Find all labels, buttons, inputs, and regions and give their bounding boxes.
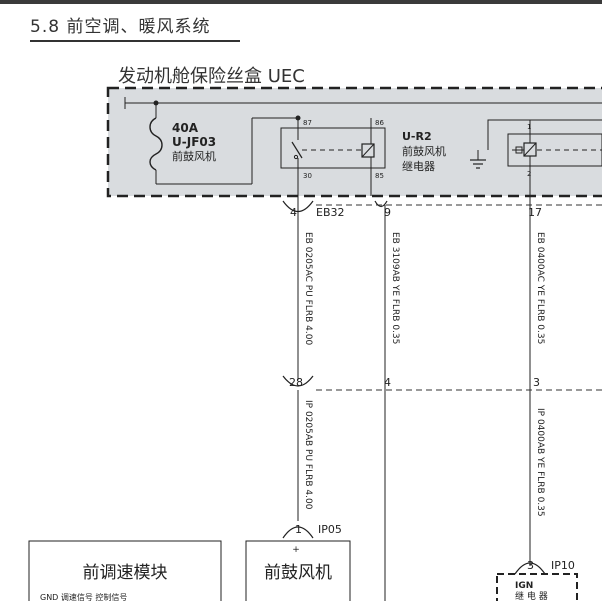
blower-plus: + (292, 545, 300, 555)
section-title: 5.8 前空调、暖风系统 (30, 17, 211, 37)
speed-module-sub: GND 调速信号 控制信号 (40, 592, 127, 601)
pin-9: 9 (384, 206, 391, 219)
ip05-pin: 1 (295, 523, 302, 536)
ip10-pin: 3 (527, 559, 534, 572)
eb32-name: EB32 (316, 206, 345, 219)
relay-id: U-R2 (402, 130, 432, 143)
blower-box (245, 540, 351, 601)
relay-name-line2: 继电器 (402, 160, 435, 173)
speed-module-label: 前调速模块 (83, 563, 168, 583)
fusebox-panel (106, 86, 602, 198)
connector-ip-row (282, 375, 602, 521)
section-underline (30, 40, 240, 42)
fuse-name: 前鼓风机 (172, 149, 216, 163)
wire-label-eb0205: EB 0205AC PU FLRB 4.00 (303, 232, 313, 345)
ground-symbol (470, 119, 602, 169)
eb32-pin: 4 (290, 206, 297, 219)
relay-pin-85: 85 (375, 172, 384, 180)
relay-2-partial (507, 120, 602, 196)
ip10-name: IP10 (551, 559, 575, 572)
pin-17: 17 (528, 206, 542, 219)
pin-3: 3 (533, 376, 540, 389)
wire-label-ip0205: IP 0205AB PU FLRB 4.00 (303, 400, 313, 510)
pin-28: 28 (289, 376, 303, 389)
relay2-pin-bottom: 2 (527, 170, 531, 178)
fuse-id: U-JF03 (172, 135, 216, 149)
relay-pin-87: 87 (303, 119, 312, 127)
speed-module-box (28, 540, 222, 601)
fusebox-bus (124, 97, 602, 118)
relay-pin-30: 30 (303, 172, 312, 180)
relay2-pin-top: 1 (527, 123, 531, 131)
fusebox-title: 发动机舱保险丝盒 UEC (118, 66, 305, 87)
relay-pin-86: 86 (375, 119, 384, 127)
connector-ip10 (514, 562, 546, 575)
fuse-symbol (149, 117, 298, 185)
ip05-name: IP05 (318, 523, 342, 536)
wire-label-eb3109: EB 3109AB YE FLRB 0.35 (390, 232, 400, 344)
wire-label-ip0400: IP 0400AB YE FLRB 0.35 (535, 408, 545, 517)
top-rule (0, 0, 602, 4)
pin-4: 4 (384, 376, 391, 389)
wire-label-eb0400: EB 0400AC YE FLRB 0.35 (535, 232, 545, 344)
fuse-rating: 40A (172, 121, 199, 135)
ign-relay-box (496, 573, 578, 601)
relay-name-line1: 前鼓风机 (402, 144, 446, 158)
ign-title: IGN (515, 581, 533, 591)
relay-u-r2 (280, 115, 386, 196)
connector-ip05 (282, 526, 314, 539)
ign-sub: 继 电 器 (515, 590, 548, 601)
blower-label: 前鼓风机 (264, 563, 332, 583)
